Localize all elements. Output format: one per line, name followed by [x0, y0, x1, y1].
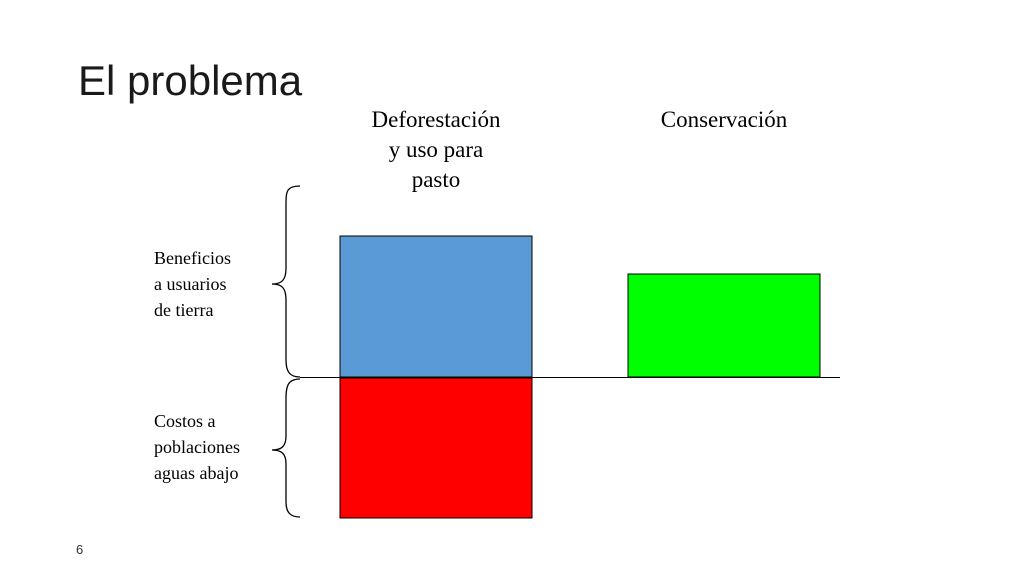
row-label-benefits: Beneficios a usuarios de tierra — [154, 248, 231, 320]
brace-benefits — [271, 185, 301, 378]
page-number: 6 — [76, 542, 84, 557]
block-deforestation-cost — [339, 377, 533, 519]
row-label-costs: Costos a poblaciones aguas abajo — [154, 411, 240, 483]
column-header-deforestation: Deforestación y uso para pasto — [371, 107, 501, 192]
block-deforestation-benefit — [339, 235, 533, 378]
slide-title: El problema — [78, 57, 303, 104]
column-header-conservation: Conservación — [660, 107, 788, 132]
brace-costs — [271, 378, 301, 518]
block-conservation-benefit — [627, 273, 821, 378]
